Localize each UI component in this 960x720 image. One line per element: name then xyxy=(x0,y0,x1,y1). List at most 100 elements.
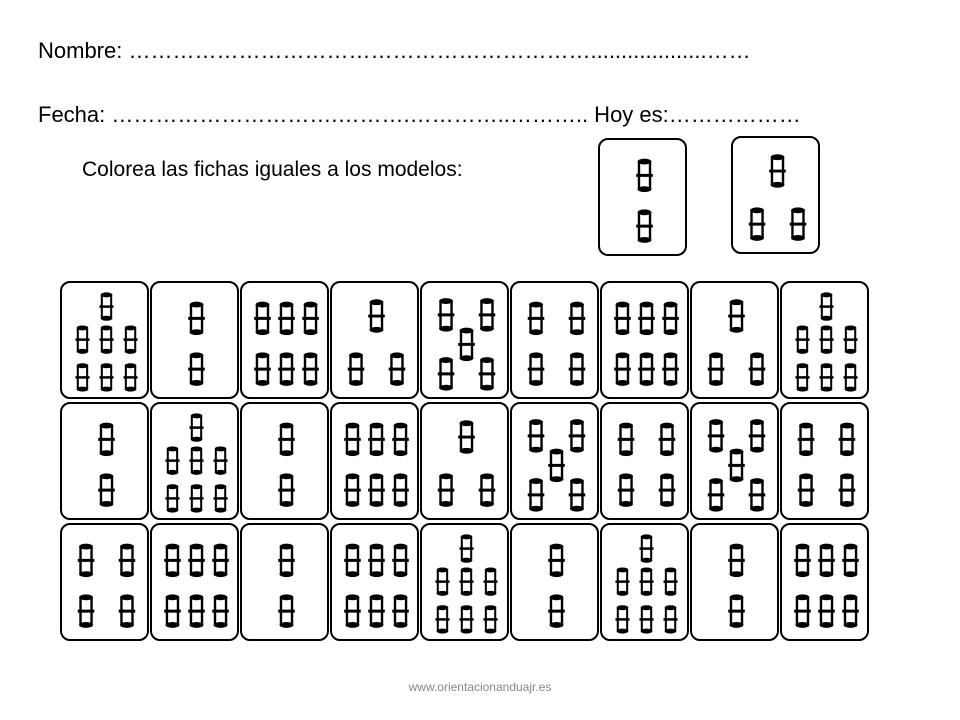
domino-card[interactable] xyxy=(600,281,689,399)
domino-card[interactable] xyxy=(780,281,869,399)
spool-icon xyxy=(368,473,385,507)
spool-icon xyxy=(843,363,858,392)
domino-card[interactable] xyxy=(150,402,239,520)
spool-icon xyxy=(344,473,361,507)
card-pips xyxy=(797,422,856,507)
spool-icon xyxy=(548,543,565,578)
domino-card[interactable] xyxy=(240,523,329,641)
spool-icon xyxy=(77,543,95,578)
card-pips xyxy=(344,422,409,507)
domino-card[interactable] xyxy=(690,402,779,520)
spool-icon xyxy=(797,473,815,507)
card-pips xyxy=(347,299,406,386)
spool-icon xyxy=(658,473,676,507)
domino-card[interactable] xyxy=(780,523,869,641)
domino-card[interactable] xyxy=(330,281,419,399)
spool-icon xyxy=(636,209,653,243)
spool-icon xyxy=(617,473,635,507)
domino-card[interactable] xyxy=(240,402,329,520)
domino-card[interactable] xyxy=(600,402,689,520)
spool-icon xyxy=(483,605,498,634)
card-pips xyxy=(527,419,586,512)
spool-icon xyxy=(819,292,834,321)
spool-icon xyxy=(615,605,630,634)
fecha-field[interactable]: ………………………….……….…………..……….. Hoy es:……………… xyxy=(111,102,801,127)
domino-card[interactable] xyxy=(150,523,239,641)
domino-card[interactable] xyxy=(330,402,419,520)
domino-card[interactable] xyxy=(420,281,509,399)
spool-icon xyxy=(212,543,229,578)
domino-card[interactable] xyxy=(60,523,149,641)
spool-icon xyxy=(344,594,361,628)
domino-card[interactable] xyxy=(510,523,599,641)
spool-icon xyxy=(459,605,474,634)
domino-card[interactable] xyxy=(780,402,869,520)
domino-card[interactable] xyxy=(330,523,419,641)
spool-icon xyxy=(75,363,90,392)
spool-icon xyxy=(189,446,204,475)
spool-icon xyxy=(568,301,586,336)
spool-icon xyxy=(188,301,205,336)
spool-icon xyxy=(77,594,95,628)
spool-icon xyxy=(478,357,496,391)
fecha-line: Fecha: ………………………….……….…………..……….. Hoy es… xyxy=(38,102,801,128)
domino-card[interactable] xyxy=(60,281,149,399)
card-pips xyxy=(795,292,858,392)
spool-icon xyxy=(188,594,205,628)
domino-card[interactable] xyxy=(510,281,599,399)
model-card-pair xyxy=(598,138,687,256)
spool-icon xyxy=(213,446,228,475)
domino-card[interactable] xyxy=(150,281,239,399)
spool-icon xyxy=(707,352,725,386)
spool-icon xyxy=(838,473,856,507)
domino-card[interactable] xyxy=(600,523,689,641)
card-pips xyxy=(278,422,295,507)
spool-icon xyxy=(188,543,205,578)
domino-card[interactable] xyxy=(690,281,779,399)
domino-card[interactable] xyxy=(690,523,779,641)
domino-card[interactable] xyxy=(420,402,509,520)
spool-icon xyxy=(99,292,114,321)
card-pips xyxy=(278,543,295,628)
spool-icon xyxy=(278,352,295,386)
card-pips xyxy=(437,298,496,391)
spool-icon xyxy=(748,419,766,453)
spool-icon xyxy=(838,422,856,457)
spool-icon xyxy=(164,594,181,628)
spool-icon xyxy=(638,301,655,336)
spool-icon xyxy=(794,594,811,628)
domino-card[interactable] xyxy=(420,523,509,641)
spool-icon xyxy=(478,473,496,507)
spool-icon xyxy=(728,448,745,483)
spool-icon xyxy=(728,299,745,333)
card-pips xyxy=(614,301,679,386)
spool-icon xyxy=(278,594,295,628)
spool-icon xyxy=(795,363,810,392)
spool-icon xyxy=(617,422,635,457)
spool-icon xyxy=(728,543,745,578)
card-pips xyxy=(636,158,653,243)
spool-icon xyxy=(392,543,409,578)
nombre-field[interactable]: ………………………………………………………...................… xyxy=(128,38,751,63)
spool-icon xyxy=(98,473,115,507)
spool-icon xyxy=(527,419,545,453)
spool-icon xyxy=(459,567,474,596)
spool-icon xyxy=(527,301,545,336)
domino-card[interactable] xyxy=(240,281,329,399)
spool-icon xyxy=(165,446,180,475)
spool-icon xyxy=(639,534,654,563)
domino-card[interactable] xyxy=(510,402,599,520)
card-pips xyxy=(527,301,586,386)
card-pips xyxy=(548,543,565,628)
spool-icon xyxy=(728,594,745,628)
spool-icon xyxy=(99,363,114,392)
spool-icon xyxy=(527,352,545,386)
card-pips xyxy=(75,292,138,392)
spool-icon xyxy=(614,352,631,386)
spool-icon xyxy=(118,594,136,628)
domino-card[interactable] xyxy=(60,402,149,520)
spool-icon xyxy=(118,543,136,578)
spool-icon xyxy=(707,419,725,453)
card-pips xyxy=(164,543,229,628)
spool-icon xyxy=(748,207,766,241)
